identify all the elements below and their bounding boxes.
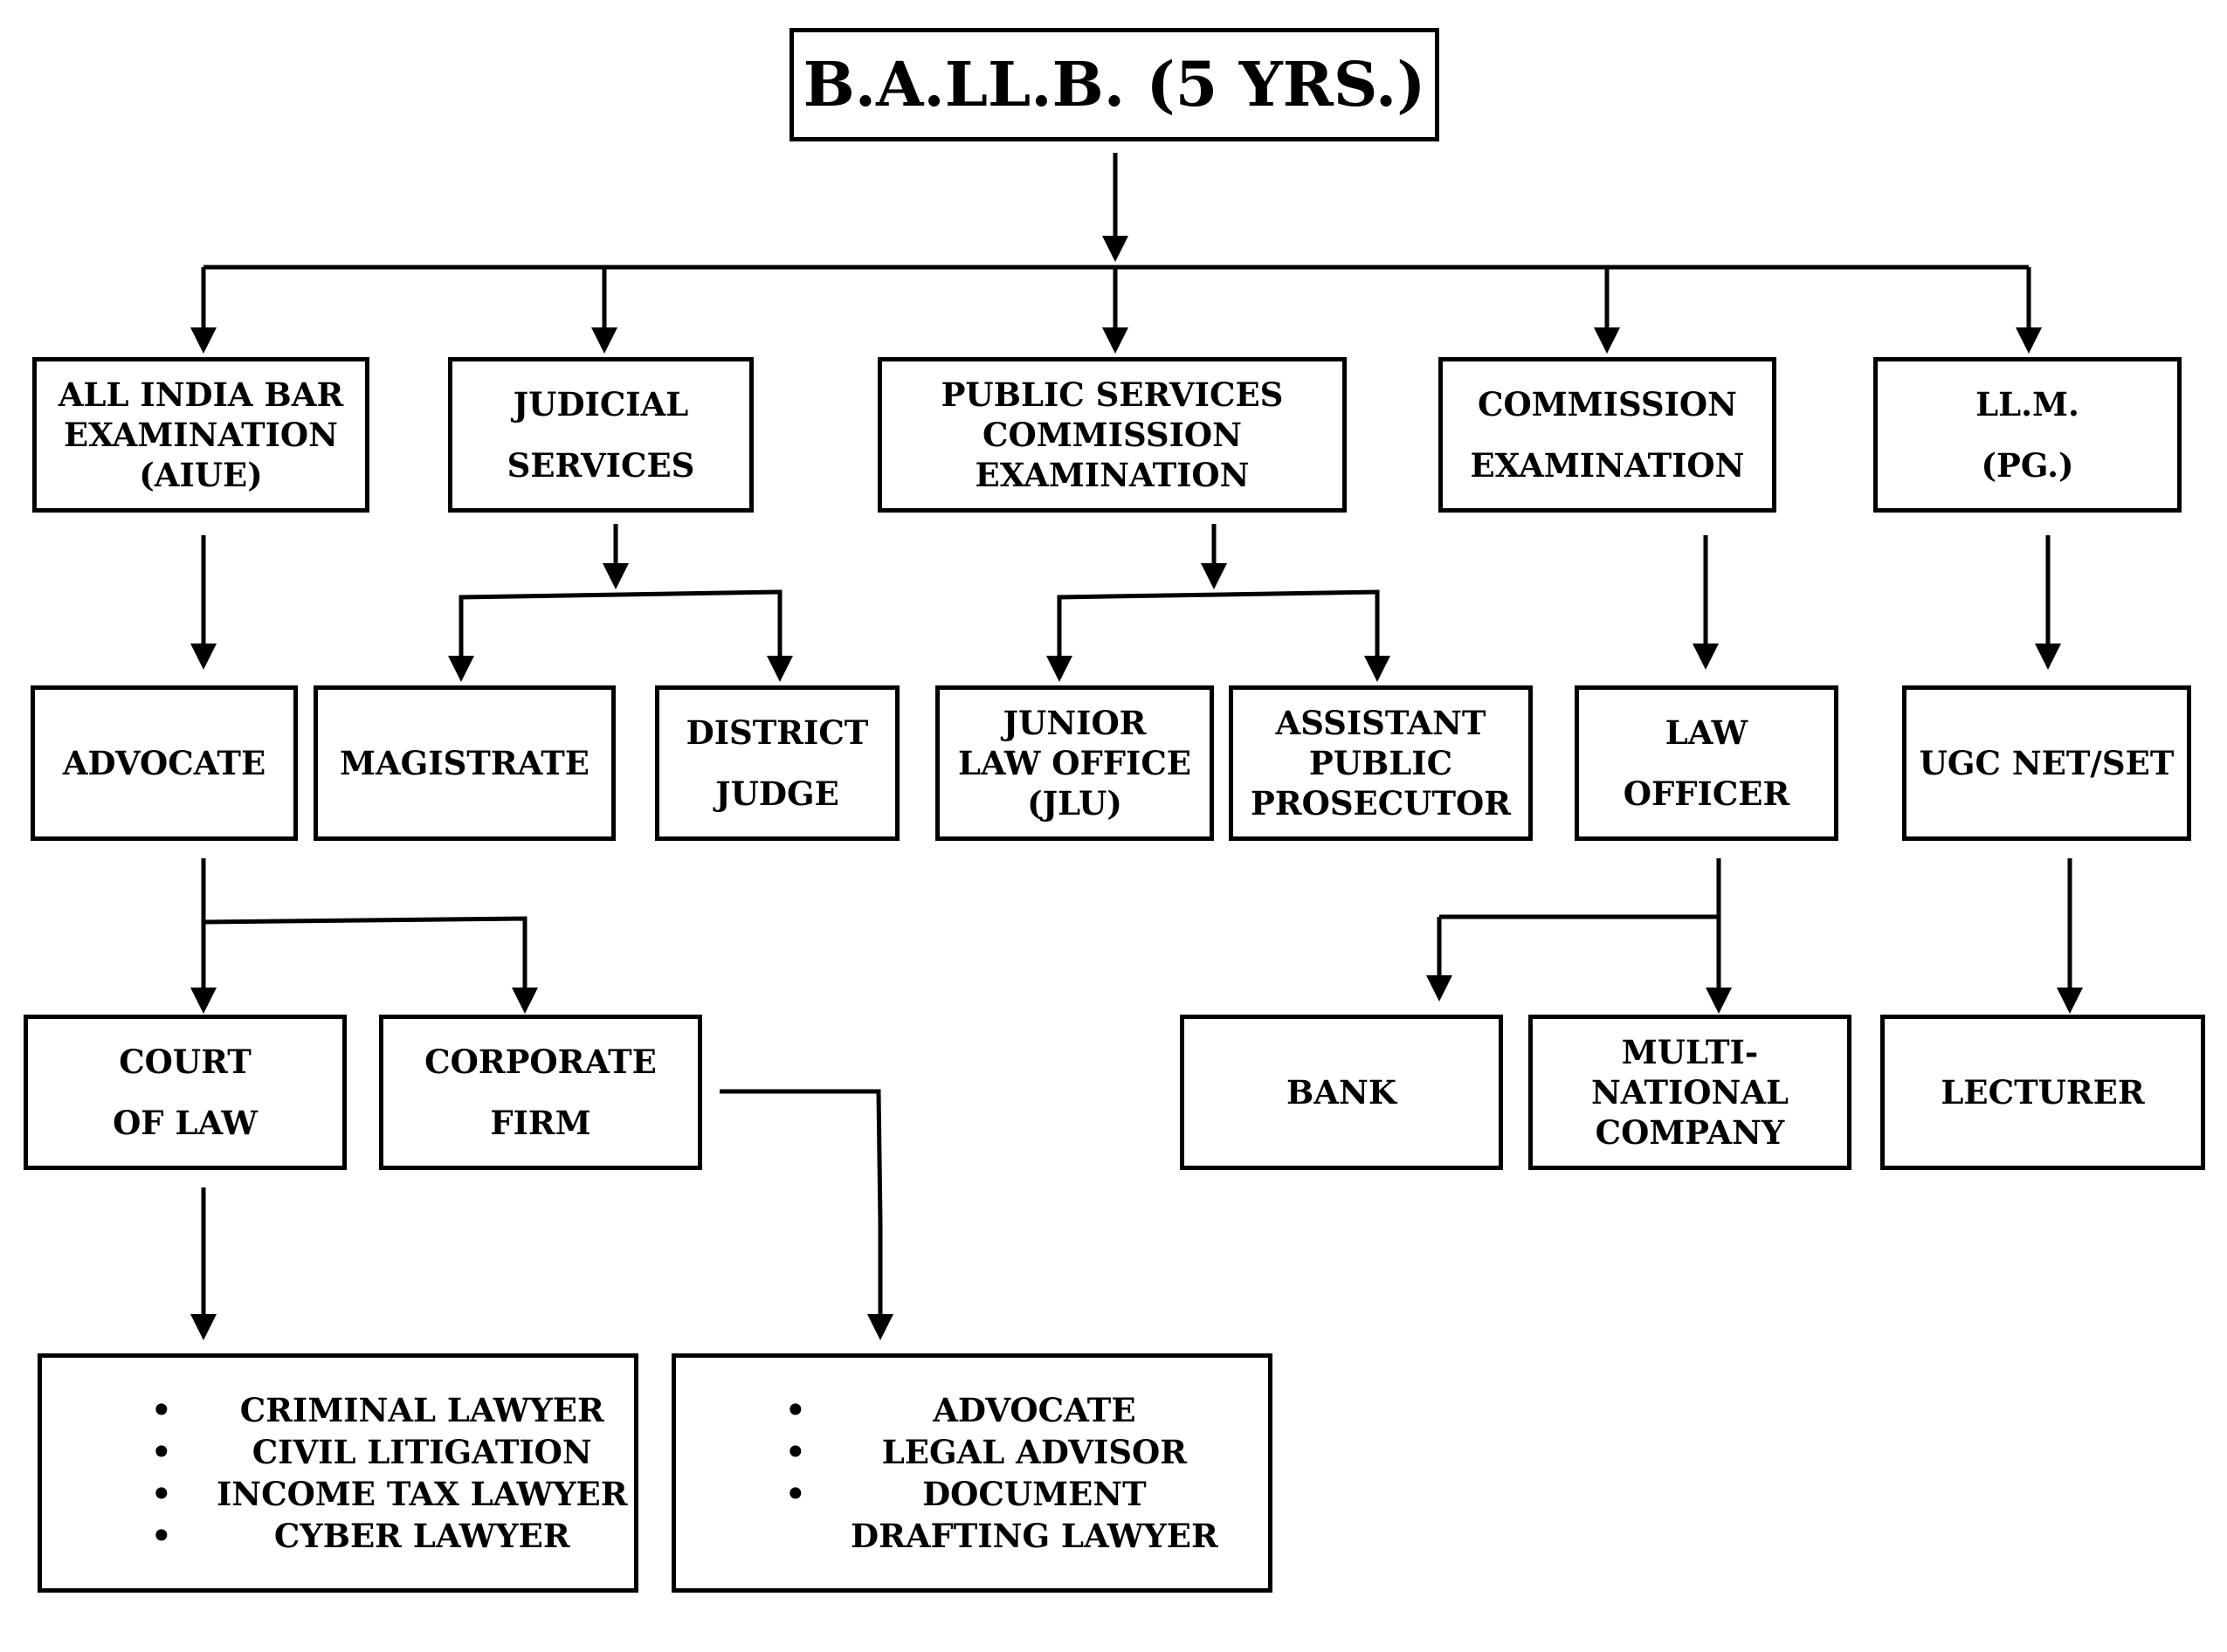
node-corporate-firm: CORPORATE FIRM xyxy=(379,1015,702,1170)
court-role-civil: CIVIL LITIGATION xyxy=(252,1433,592,1471)
court-line-1: COURT xyxy=(119,1042,252,1081)
node-multinational-company: MULTI- NATIONAL COMPANY xyxy=(1528,1015,1851,1170)
lecturer-label: LECTURER xyxy=(1941,1072,2145,1112)
branch-judicial xyxy=(458,589,783,674)
llm-line-1: LL.M. xyxy=(1975,384,2079,423)
court-role-income-tax: INCOME TAX LAWYER xyxy=(217,1475,628,1513)
line-corporate-right xyxy=(720,1089,883,1223)
court-role-cyber: CYBER LAWYER xyxy=(273,1517,570,1555)
commission-line-2: EXAMINATION xyxy=(1470,446,1745,485)
branch-advocate xyxy=(203,916,527,926)
mnc-line-1: MULTI- xyxy=(1621,1032,1759,1071)
node-magistrate: MAGISTRATE xyxy=(314,685,616,841)
corporate-line-1: CORPORATE xyxy=(424,1042,657,1081)
list-item: • INCOME TAX LAWYER xyxy=(151,1473,628,1515)
bullet-icon: • xyxy=(151,1475,172,1513)
node-assistant-public-prosecutor: ASSISTANT PUBLIC PROSECUTOR xyxy=(1229,685,1533,841)
node-jlu: JUNIOR LAW OFFICE (JLU) xyxy=(935,685,1214,841)
bar-exam-line-1: ALL INDIA BAR xyxy=(58,375,344,414)
mnc-line-2: NATIONAL xyxy=(1590,1072,1789,1112)
corporate-role-drafting: DRAFTING LAWYER xyxy=(851,1517,1218,1555)
bar-exam-line-3: (AIUE) xyxy=(139,456,263,495)
bullet-icon: • xyxy=(151,1433,172,1471)
court-roles-list: • CRIMINAL LAWYER • CIVIL LITIGATION • INCO… xyxy=(42,1389,627,1557)
bullet-icon: • xyxy=(785,1475,806,1513)
bullet-icon: • xyxy=(151,1517,172,1555)
jlu-line-2: LAW OFFICE xyxy=(957,743,1192,782)
court-role-criminal: CRIMINAL LAWYER xyxy=(239,1391,604,1429)
jlu-line-3: (JLU) xyxy=(1027,784,1122,823)
node-lecturer: LECTURER xyxy=(1880,1015,2205,1170)
law-officer-line-1: LAW xyxy=(1665,712,1748,752)
node-psc-exam: PUBLIC SERVICES COMMISSION EXAMINATION xyxy=(878,357,1347,513)
psc-line-1: PUBLIC SERVICES xyxy=(941,375,1284,414)
root-label: B.A.LL.B. (5 YRS.) xyxy=(803,48,1426,121)
node-judicial-services: JUDICIAL SERVICES xyxy=(448,357,754,513)
district-judge-line-2: JUDGE xyxy=(715,774,839,813)
node-advocate: ADVOCATE xyxy=(31,685,298,841)
app-line-1: ASSISTANT xyxy=(1275,703,1486,742)
root-node: B.A.LL.B. (5 YRS.) xyxy=(789,28,1439,141)
district-judge-line-1: DISTRICT xyxy=(686,712,869,752)
ugc-label: UGC NET/SET xyxy=(1919,743,2175,782)
corporate-role-document: DOCUMENT xyxy=(922,1475,1147,1513)
court-line-2: OF LAW xyxy=(113,1104,258,1142)
node-commission-exam: COMMISSION EXAMINATION xyxy=(1438,357,1776,513)
advocate-label: ADVOCATE xyxy=(62,743,266,782)
bar-exam-line-2: EXAMINATION xyxy=(64,415,338,454)
app-line-3: PROSECUTOR xyxy=(1251,784,1511,823)
node-bank: BANK xyxy=(1180,1015,1503,1170)
commission-line-1: COMMISSION xyxy=(1478,384,1737,423)
corporate-line-2: FIRM xyxy=(490,1104,591,1142)
node-llm: LL.M. (PG.) xyxy=(1873,357,2182,513)
list-item: DRAFTING LAWYER xyxy=(851,1515,1218,1557)
bullet-icon: • xyxy=(785,1391,806,1429)
node-law-officer: LAW OFFICER xyxy=(1575,685,1838,841)
list-item: • DOCUMENT xyxy=(785,1473,1218,1515)
bullet-icon: • xyxy=(785,1433,806,1471)
bullet-icon: • xyxy=(151,1391,172,1429)
list-item: • ADVOCATE xyxy=(785,1389,1218,1431)
app-line-2: PUBLIC xyxy=(1308,743,1453,782)
branch-psc xyxy=(1057,589,1380,674)
magistrate-label: MAGISTRATE xyxy=(340,743,590,782)
node-district-judge: DISTRICT JUDGE xyxy=(655,685,900,841)
list-item: • CIVIL LITIGATION xyxy=(151,1431,627,1473)
list-item: • LEGAL ADVISOR xyxy=(785,1431,1218,1473)
law-officer-line-2: OFFICER xyxy=(1623,774,1790,813)
list-item: • CRIMINAL LAWYER xyxy=(151,1389,627,1431)
jlu-line-1: JUNIOR xyxy=(1003,703,1147,742)
node-court-roles: • CRIMINAL LAWYER • CIVIL LITIGATION • INCO… xyxy=(38,1353,638,1593)
judicial-line-2: SERVICES xyxy=(507,446,695,485)
llm-line-2: (PG.) xyxy=(1981,446,2074,485)
node-bar-exam: ALL INDIA BAR EXAMINATION (AIUE) xyxy=(32,357,369,513)
list-item: • CYBER LAWYER xyxy=(151,1515,627,1557)
node-corporate-roles: • ADVOCATE • LEGAL ADVISOR • DOCUMENT DRAFT… xyxy=(672,1353,1272,1593)
corporate-role-legal-advisor: LEGAL ADVISOR xyxy=(881,1433,1188,1471)
judicial-line-1: JUDICIAL xyxy=(513,384,689,423)
psc-line-3: EXAMINATION xyxy=(975,456,1250,495)
corporate-roles-list: • ADVOCATE • LEGAL ADVISOR • DOCUMENT DRAFT… xyxy=(676,1389,1218,1557)
node-court-of-law: COURT OF LAW xyxy=(24,1015,347,1170)
mnc-line-3: COMPANY xyxy=(1595,1113,1785,1153)
psc-line-2: COMMISSION xyxy=(982,415,1242,454)
corporate-role-advocate: ADVOCATE xyxy=(933,1391,1136,1429)
bank-label: BANK xyxy=(1286,1072,1396,1112)
node-ugc-net-set: UGC NET/SET xyxy=(1902,685,2191,841)
